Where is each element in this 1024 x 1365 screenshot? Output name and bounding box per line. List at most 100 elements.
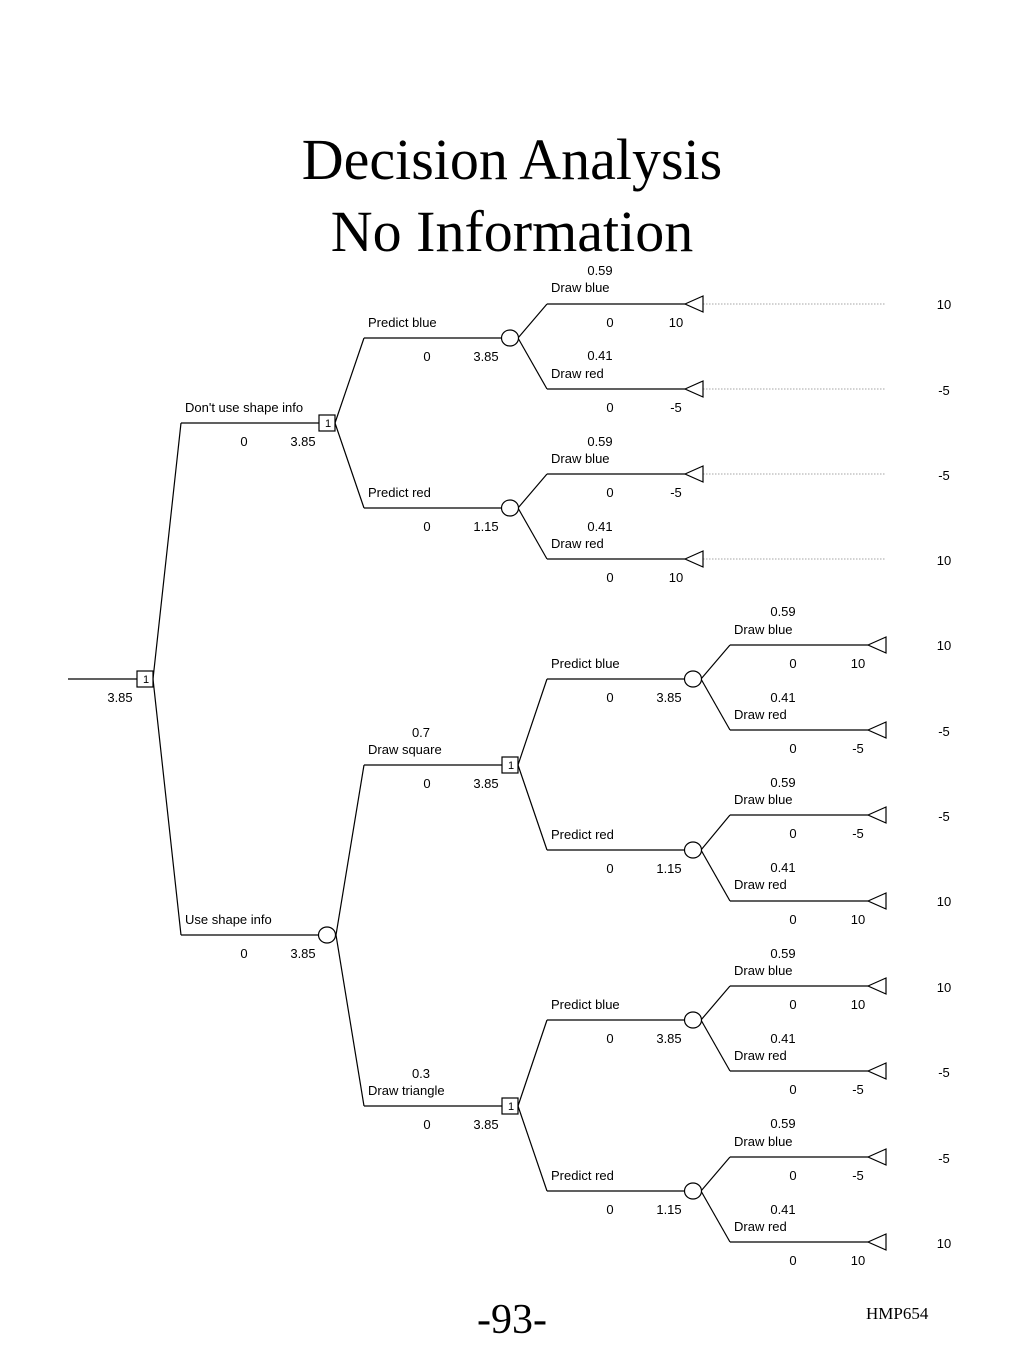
- branch-label-use: Use shape info: [185, 912, 272, 927]
- terminal-node: [683, 295, 704, 313]
- branch-value: 3.85: [290, 434, 315, 449]
- terminal-node: [866, 892, 887, 910]
- outcome-prob: 0.59: [770, 1116, 795, 1131]
- outcome-value: -5: [670, 485, 682, 500]
- outcome-payoff: 10: [937, 297, 951, 312]
- branch-cost: 0: [606, 1031, 613, 1046]
- branch-value: 3.85: [656, 1031, 681, 1046]
- outcome-prob: 0.41: [770, 1202, 795, 1217]
- decision-node-marker: 1: [508, 760, 514, 772]
- terminal-node: [866, 1233, 887, 1251]
- chance-node: [683, 1182, 703, 1200]
- outcome-prob: 0.41: [770, 860, 795, 875]
- terminal-node: [683, 465, 704, 483]
- chance-node: [683, 670, 703, 688]
- terminal-node: [866, 977, 887, 995]
- outcome-prob: 0.41: [587, 519, 612, 534]
- outcome-value: -5: [852, 1168, 864, 1183]
- outcome-cost: 0: [606, 400, 613, 415]
- outcome-value: -5: [852, 1082, 864, 1097]
- outcome-payoff: -5: [938, 809, 950, 824]
- terminal-node: [683, 380, 704, 398]
- outcome-label: Draw blue: [734, 1134, 793, 1149]
- connector-sq-predict-red: [517, 764, 548, 851]
- branch-label-predict-blue: Predict blue: [551, 656, 620, 671]
- connector-dont-use: [152, 422, 182, 680]
- outcome-prob: 0.59: [770, 604, 795, 619]
- outcome-labels: 0.59 Draw blue 0 10 10 0.41 Draw red 0 -…: [551, 263, 951, 1268]
- outcome-label: Draw red: [551, 536, 604, 551]
- outcome-cost: 0: [789, 1253, 796, 1268]
- branch-cost: 0: [423, 349, 430, 364]
- decision-nodes: [136, 414, 519, 1115]
- outcome-cost: 0: [789, 656, 796, 671]
- chance-node: [317, 926, 337, 944]
- outcome-prob: 0.41: [770, 690, 795, 705]
- outcome-value: 10: [669, 315, 683, 330]
- outcome-value: 10: [851, 656, 865, 671]
- chance-node: [683, 841, 703, 859]
- outcome-payoff: -5: [938, 1151, 950, 1166]
- decision-node: [501, 756, 519, 774]
- chance-node: [500, 499, 520, 517]
- outcome-label: Draw blue: [734, 792, 793, 807]
- outcome-value: -5: [852, 826, 864, 841]
- outcome-payoff: -5: [938, 724, 950, 739]
- tree-connectors: [68, 303, 868, 1243]
- page-title-line-2: No Information: [330, 199, 694, 264]
- branch-value: 3.85: [290, 946, 315, 961]
- decision-node: [318, 414, 336, 432]
- branch-value: 1.15: [473, 519, 498, 534]
- terminal-node: [866, 721, 887, 739]
- outcome-label: Draw red: [734, 877, 787, 892]
- outcome-prob: 0.59: [587, 434, 612, 449]
- terminal-nodes: [683, 295, 887, 1251]
- connector-sq-predict-blue: [517, 678, 548, 766]
- outcome-cost: 0: [789, 912, 796, 927]
- decision-node-marker: 1: [143, 674, 149, 686]
- outcome-payoff: -5: [938, 383, 950, 398]
- outcome-cost: 0: [789, 1168, 796, 1183]
- outcome-payoff: 10: [937, 638, 951, 653]
- branch-cost: 0: [423, 519, 430, 534]
- outcome-label: Draw blue: [734, 622, 793, 637]
- connector-draw-triangle: [335, 934, 365, 1107]
- outcome-value: 10: [851, 997, 865, 1012]
- branch-prob: 0.3: [412, 1066, 430, 1081]
- outcome-label: Draw blue: [551, 451, 610, 466]
- connector-draw-square: [335, 764, 365, 936]
- branch-label-predict-red: Predict red: [368, 485, 431, 500]
- outcome-cost: 0: [789, 1082, 796, 1097]
- branch-value: 1.15: [656, 1202, 681, 1217]
- outcome-label: Draw red: [551, 366, 604, 381]
- outcome-label: Draw blue: [551, 280, 610, 295]
- branch-label-predict-blue: Predict blue: [551, 997, 620, 1012]
- terminal-node: [866, 1062, 887, 1080]
- branch-cost: 0: [606, 1202, 613, 1217]
- outcome-value: -5: [670, 400, 682, 415]
- outcome-cost: 0: [606, 570, 613, 585]
- outcome-cost: 0: [606, 315, 613, 330]
- outcome-cost: 0: [606, 485, 613, 500]
- branch-value: 3.85: [473, 349, 498, 364]
- branch-cost: 0: [240, 946, 247, 961]
- outcome-payoff: 10: [937, 553, 951, 568]
- decision-node-marker: 1: [508, 1101, 514, 1113]
- terminal-node: [866, 636, 887, 654]
- chance-node: [500, 329, 520, 347]
- branch-label-draw-triangle: Draw triangle: [368, 1083, 445, 1098]
- outcome-value: -5: [852, 741, 864, 756]
- chance-nodes: [317, 329, 703, 1200]
- outcome-payoff: 10: [937, 980, 951, 995]
- course-code: HMP654: [866, 1304, 929, 1323]
- outcome-value: 10: [669, 570, 683, 585]
- root-value: 3.85: [107, 690, 132, 705]
- connector-nd-predict-red: [334, 422, 365, 509]
- connector-nd-predict-blue: [334, 337, 365, 424]
- decision-node-root: [136, 670, 154, 688]
- outcome-label: Draw red: [734, 707, 787, 722]
- branch-label-predict-blue: Predict blue: [368, 315, 437, 330]
- outcome-payoff: 10: [937, 894, 951, 909]
- terminal-node: [866, 1148, 887, 1166]
